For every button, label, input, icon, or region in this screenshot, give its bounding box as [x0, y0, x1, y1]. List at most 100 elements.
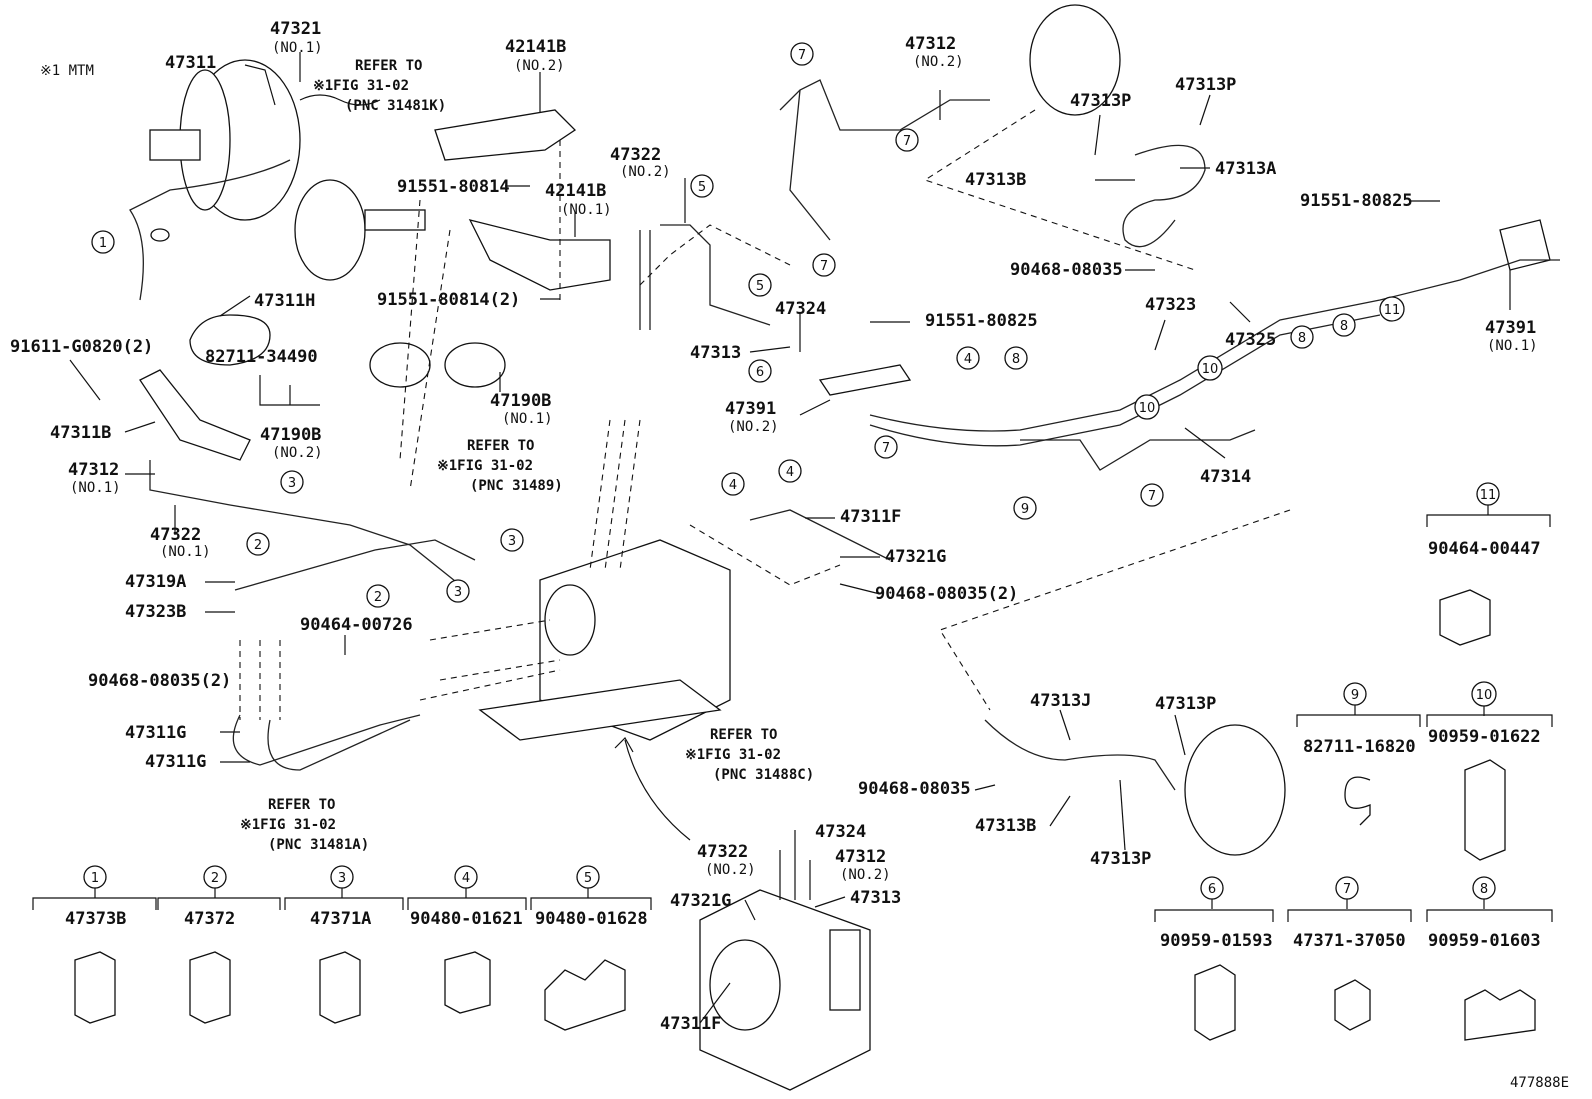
callout-4: 4	[956, 346, 980, 370]
svg-text:5: 5	[584, 871, 592, 886]
part-label: 47313B	[975, 816, 1036, 836]
legend-item-4: 4 90480-01621	[407, 865, 527, 1014]
callout-3: 3	[500, 528, 524, 552]
part-label: 47311F	[660, 1014, 721, 1034]
svg-text:90480-01628: 90480-01628	[535, 909, 648, 929]
part-label: 91611-G0820(2)	[10, 337, 153, 357]
rear-brake-drum	[1184, 724, 1286, 856]
svg-text:(PNC 31481K): (PNC 31481K)	[345, 98, 446, 114]
svg-text:47371-37050: 47371-37050	[1293, 931, 1406, 951]
legend-item-3: 3 47371A	[284, 865, 404, 1024]
svg-text:4: 4	[786, 465, 794, 480]
svg-text:6: 6	[1208, 882, 1216, 897]
part-label: 90464-00726	[300, 615, 413, 635]
legend-item-5: 5 90480-01628	[530, 865, 652, 1031]
svg-text:7: 7	[820, 259, 828, 274]
svg-text:11: 11	[1384, 303, 1401, 318]
svg-text:11: 11	[1480, 488, 1497, 503]
part-label: 47321G	[670, 891, 731, 911]
part-label: 47313	[850, 888, 901, 908]
part-label: 47312	[68, 460, 119, 480]
svg-text:2: 2	[254, 538, 262, 553]
callout-1: 1	[91, 230, 115, 254]
part-label: 91551-80825	[1300, 191, 1413, 211]
svg-text:4: 4	[462, 871, 470, 886]
svg-text:REFER TO: REFER TO	[467, 438, 534, 454]
svg-text:4: 4	[729, 478, 737, 493]
part-label: 47313P	[1155, 694, 1216, 714]
svg-text:(PNC 31489): (PNC 31489)	[470, 478, 563, 494]
part-sublabel: (NO.1)	[502, 411, 553, 427]
part-sublabel: (NO.1)	[272, 40, 323, 56]
figure-id: 477888E	[1510, 1075, 1569, 1091]
part-label: 90468-08035(2)	[88, 671, 231, 691]
svg-text:5: 5	[698, 180, 706, 195]
callout-6: 6	[748, 359, 772, 383]
bracket-47311b	[139, 369, 251, 461]
legend-item-2: 2 47372	[157, 865, 281, 1024]
svg-text:3: 3	[338, 871, 346, 886]
part-label: 47312	[835, 847, 886, 867]
svg-text:(PNC 31488C): (PNC 31488C)	[713, 767, 814, 783]
legend-item-7: 7 47371-37050	[1287, 876, 1412, 1031]
svg-text:8: 8	[1298, 331, 1306, 346]
part-label: 47322	[150, 525, 201, 545]
part-sublabel: (NO.1)	[561, 202, 612, 218]
svg-text:47371A: 47371A	[310, 909, 371, 929]
part-sublabel: (NO.1)	[70, 480, 121, 496]
reference-note-31481a: REFER TO ※1FIG 31-02 (PNC 31481A)	[240, 797, 369, 853]
callout-7: 7	[1140, 483, 1164, 507]
svg-text:3: 3	[288, 476, 296, 491]
callout-4: 4	[721, 472, 745, 496]
bracket-42141b-no1	[468, 219, 611, 291]
svg-text:4: 4	[964, 352, 972, 367]
svg-text:6: 6	[756, 365, 764, 380]
part-label: 47321	[270, 19, 321, 39]
connector-47391-no2	[818, 364, 912, 396]
svg-text:REFER TO: REFER TO	[355, 58, 422, 74]
svg-text:※1FIG 31-02: ※1FIG 31-02	[437, 458, 533, 474]
part-sublabel: (NO.1)	[1487, 338, 1538, 354]
part-label: 82711-34490	[205, 347, 318, 367]
callout-11: 11	[1379, 296, 1405, 322]
svg-text:1: 1	[91, 871, 99, 886]
part-label: 47313P	[1090, 849, 1151, 869]
legend-item-10: 10 90959-01622	[1426, 681, 1553, 861]
svg-text:7: 7	[882, 441, 890, 456]
bracket-47391-no1	[1499, 219, 1551, 271]
part-label: 47323	[1145, 295, 1196, 315]
pointer-arrow	[624, 739, 691, 841]
svg-text:7: 7	[1148, 489, 1156, 504]
master-cylinder-reservoir	[294, 179, 366, 281]
part-sublabel: (NO.2)	[728, 419, 779, 435]
part-label: 47391	[1485, 318, 1536, 338]
svg-text:82711-16820: 82711-16820	[1303, 737, 1416, 757]
reference-note-31489: REFER TO ※1FIG 31-02 (PNC 31489)	[437, 438, 563, 494]
part-label: 47313	[690, 343, 741, 363]
front-brake-drum	[1029, 4, 1121, 116]
part-label: 47314	[1200, 467, 1251, 487]
callout-10: 10	[1134, 394, 1160, 420]
callouts: 1 2 2 3 3 3 4 4 4 5 5 6 7 7 7 7 7 8 8 8 …	[91, 42, 1405, 608]
sensor-47190b-no2	[369, 342, 431, 388]
part-label: 47311H	[254, 291, 315, 311]
legend: 1 47373B 2 47372 3 47371A 4 90480-01621	[32, 482, 1553, 1041]
part-label: 47311F	[840, 507, 901, 527]
svg-text:8: 8	[1012, 352, 1020, 367]
part-label: 47313J	[1030, 691, 1091, 711]
part-label: 47323B	[125, 602, 186, 622]
svg-text:3: 3	[454, 585, 462, 600]
callout-8: 8	[1004, 346, 1028, 370]
part-sublabel: (NO.2)	[913, 54, 964, 70]
svg-text:(PNC 31481A): (PNC 31481A)	[268, 837, 369, 853]
part-label: 47190B	[490, 391, 551, 411]
part-label: 47313P	[1070, 91, 1131, 111]
part-label: 47324	[815, 822, 866, 842]
svg-text:8: 8	[1480, 882, 1488, 897]
callout-3: 3	[446, 579, 470, 603]
svg-text:47372: 47372	[184, 909, 235, 929]
svg-text:90959-01603: 90959-01603	[1428, 931, 1541, 951]
svg-text:9: 9	[1021, 502, 1029, 517]
